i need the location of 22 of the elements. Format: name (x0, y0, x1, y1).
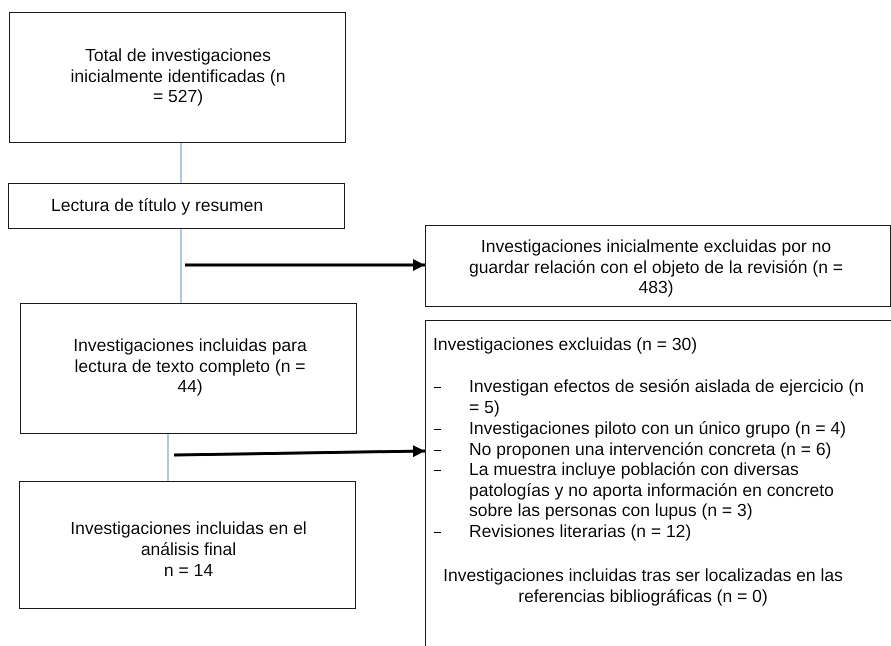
process-box (19, 481, 356, 609)
connector-line (180, 228, 182, 304)
box-text: Investigaciones inicialmente excluidas por no guardar relación con el objeto de la revisión (n = 483) (468, 236, 844, 298)
box-text: Investigaciones incluidas tras ser localizadas en las referencias bibliográficas (n = 0) (442, 565, 844, 606)
arrow (185, 259, 425, 271)
box-text: Total de investigaciones inicialmente identificadas (n = 527) (70, 45, 286, 108)
box-text: Lectura de título y resumen (51, 195, 264, 216)
list-item: Investigaciones piloto con un único grupo (n = 4) (469, 418, 847, 439)
connector-line (180, 142, 182, 184)
box-text: Investigaciones incluidas para lectura de texto completo (n = 44) (72, 335, 308, 398)
process-box (20, 303, 357, 434)
list-item: No proponen una intervención concreta (n = 6) (469, 439, 832, 460)
list-item: Revisiones literarias (n = 12) (469, 521, 692, 542)
arrow (174, 445, 426, 458)
process-box (9, 12, 346, 143)
exclusion-box (425, 225, 891, 307)
box-heading: Investigaciones excluidas (n = 30) (433, 334, 698, 355)
box-text: n = 14 (162, 560, 214, 581)
list-item: Investigan efectos de sesión aislada de ejercicio (n = 5) (469, 376, 865, 418)
exclusion-box (425, 320, 891, 646)
process-box (8, 183, 345, 229)
list-item: La muestra incluye población con diversas patologías y no aporta información en concreto sobre las personas con lupus (n = 3) (469, 459, 835, 522)
